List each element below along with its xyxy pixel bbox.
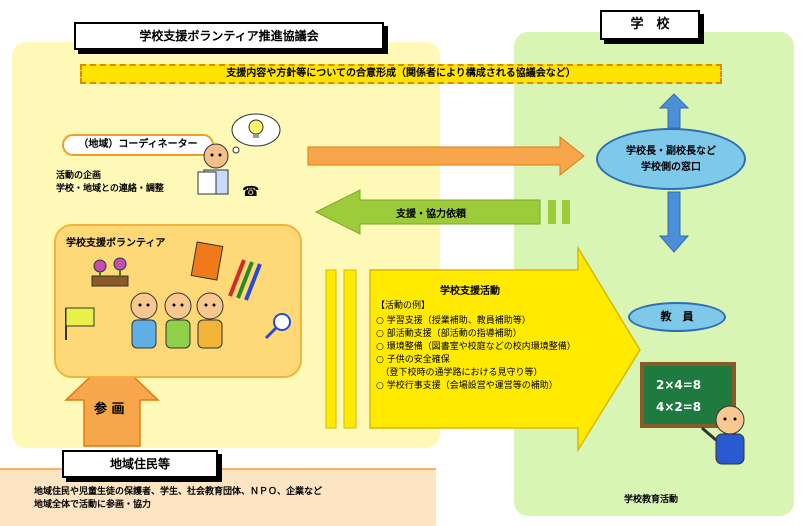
flower-icon [93, 259, 107, 273]
phone-icon: ☎ [242, 184, 259, 200]
green-dash-1 [548, 200, 556, 224]
residents-title: 地域住民等 [109, 457, 170, 471]
council-title: 学校支援ボランティア推進協議会 [139, 29, 319, 43]
green-left-arrow [314, 189, 541, 235]
teacher-label: 教 員 [660, 310, 694, 323]
council-title-box: 学校支援ボランティア推進協議会 [74, 22, 384, 50]
volunteer-illustration [65, 241, 291, 349]
activity-item: ○ 学習支援（授業補助、教員補助等） [376, 316, 531, 326]
coordinator-duty: 活動の企画 [56, 171, 102, 181]
residents-title-box: 地域住民等 [62, 450, 218, 478]
activity-item: ○ 学校行事支援（会場設営や運営等の補助） [376, 381, 558, 391]
blue-up-arrow [658, 93, 690, 129]
orange-right-arrow [307, 135, 585, 177]
principal-line2: 学校側の窓口 [641, 162, 701, 173]
pencil-icon [228, 259, 246, 297]
blue-down-arrow [658, 191, 690, 253]
activity-title: 学校支援活動 [440, 286, 500, 297]
examples-header: 【活動の例】 [376, 301, 431, 311]
blackboard-line: 2×4=8 [656, 378, 702, 392]
school-activity-label: 学校教育活動 [624, 495, 679, 505]
blackboard-line: 4×2=8 [656, 400, 702, 414]
residents-line: 地域全体で活動に参画・協力 [34, 500, 152, 510]
activity-arrow [369, 245, 641, 453]
participation-label: 参 画 [94, 402, 125, 417]
activity-item: ○ 環境整備（図書室や校庭などの校内環境整備） [376, 342, 576, 352]
activity-item: （登下校時の通学路における見守り等） [376, 368, 543, 378]
volunteer-panel [54, 224, 302, 378]
activity-item: ○ 子供の安全確保 [376, 355, 450, 365]
participation-arrow [64, 354, 160, 447]
consensus-text: 支援内容や方針等についての合意形成（関係者により構成される協議会など） [226, 68, 576, 79]
coordinator-head [203, 143, 229, 169]
coordinator-illustration: ☎ [197, 113, 281, 200]
magnifier-icon [273, 313, 291, 331]
coordinator-title: （地域）コーディネーター [78, 139, 198, 150]
teacher-oval: 教 員 [628, 302, 726, 332]
coordinator-duty: 学校・地域との連絡・調整 [56, 184, 164, 194]
residents-lines: 地域住民や児童生徒の保護者、学生、社会教育団体、ＮＰＯ、企業など 地域全体で活動… [34, 486, 434, 512]
coordinator-duties: 活動の企画 学校・地域との連絡・調整 [56, 170, 216, 196]
activity-item: ○ 部活動支援（部活動の指導補助） [376, 329, 522, 339]
teacher-illustration [701, 405, 745, 465]
volunteer-title: 学校支援ボランティア [66, 238, 166, 249]
principal-line1: 学校長・副校長など [626, 146, 716, 157]
flag-icon [65, 307, 95, 327]
blackboard: 2×4=8 4×2=8 [640, 362, 736, 428]
volunteer-head [164, 292, 192, 320]
activity-bar-2 [343, 269, 357, 429]
principal-oval: 学校長・副校長など 学校側の窓口 [596, 128, 746, 190]
lightbulb-icon [248, 119, 264, 135]
activity-bar-1 [325, 269, 337, 429]
paper-icon [197, 171, 217, 195]
teacher-head [715, 405, 745, 435]
activity-list: 【活動の例】 ○ 学習支援（授業補助、教員補助等） ○ 部活動支援（部活動の指導… [376, 300, 606, 393]
coordinator-box: （地域）コーディネーター [62, 134, 214, 156]
green-dash-2 [562, 200, 570, 224]
school-title: 学 校 [630, 17, 670, 32]
volunteer-head [196, 292, 224, 320]
consensus-banner: 支援内容や方針等についての合意形成（関係者により構成される協議会など） [80, 64, 722, 84]
volunteer-head [130, 292, 158, 320]
residents-line: 地域住民や児童生徒の保護者、学生、社会教育団体、ＮＰＯ、企業など [34, 487, 323, 497]
school-title-box: 学 校 [600, 10, 700, 40]
book-icon [190, 241, 224, 281]
request-label: 支援・協力依頼 [396, 209, 466, 220]
